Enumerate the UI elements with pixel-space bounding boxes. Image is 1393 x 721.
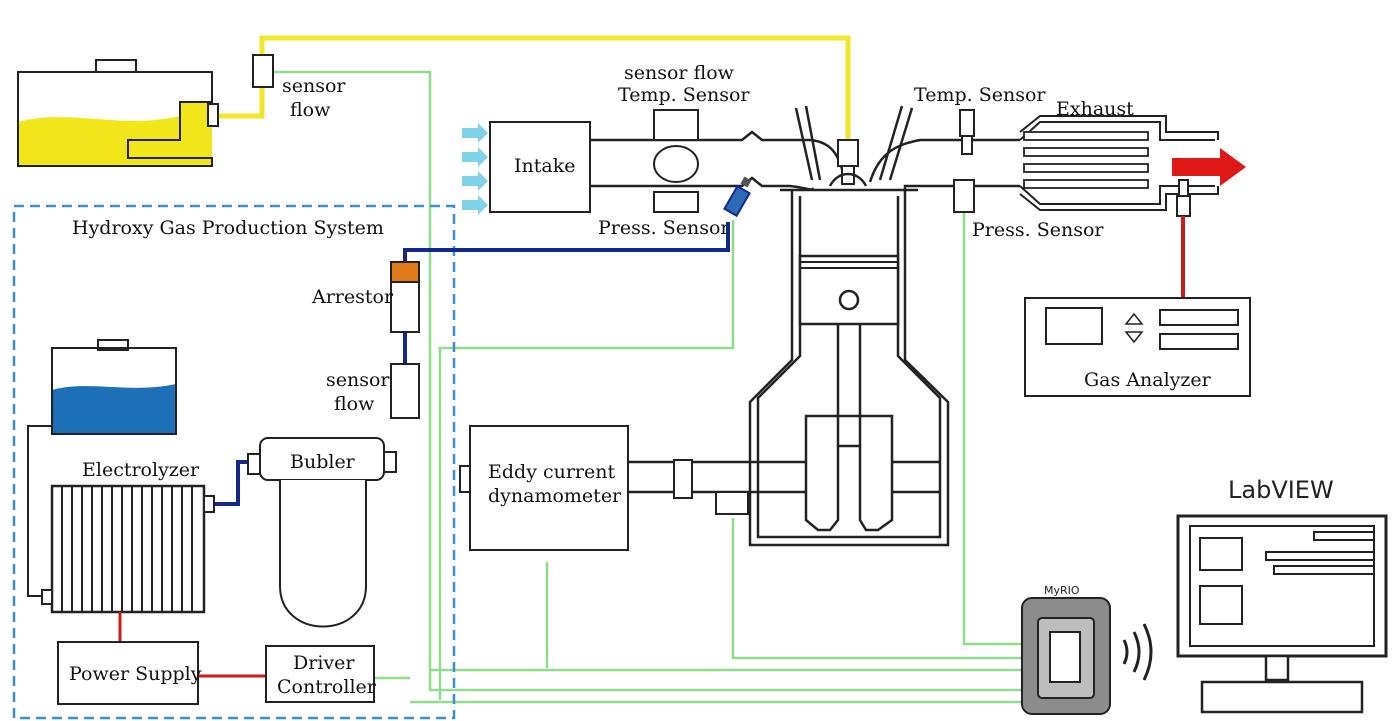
exhaust-temp-sensor-label: Temp. Sensor [914,84,1046,106]
arrestor [390,261,420,333]
computer-monitor [1176,514,1388,714]
exhaust-label: Exhaust [1056,98,1134,120]
hydroxy-system-label: Hydroxy Gas Production System [72,217,384,239]
electrolyzer [41,484,215,614]
engine-block [748,105,950,547]
fuel-tank [17,59,219,167]
power-supply-label: Power Supply [69,663,202,685]
shaft-coupling [673,459,693,499]
water-tank [51,339,177,435]
water-feed-line [27,425,52,597]
bubler-label: Bubler [290,451,356,473]
power-supply-box [57,641,199,705]
dynamometer-port [459,465,471,493]
hydroxy-flow-sensor [390,363,420,419]
exhaust-temp-sensor [959,109,975,155]
hydroxy-flow-sensor-label-1: sensor [326,369,390,391]
arrestor-label: Arrestor [311,286,394,308]
hydroxy-flow-sensor-label-2: flow [334,393,375,415]
intake-arrows [462,123,488,215]
signal-wires [272,70,1022,704]
driver-controller-label-1: Driver [293,652,355,674]
labview-label: LabVIEW [1228,476,1334,504]
fuel-flow-sensor [252,54,274,88]
gas-probe [1176,179,1191,217]
exhaust-arrow [1172,148,1246,186]
fuel-flow-sensor-label-1: sensor [282,75,346,97]
hydroxy-system-border [12,204,456,720]
crank-sensor [715,491,749,515]
dynamometer-label-2: dynamometer [488,485,622,507]
dynamometer-label-1: Eddy current [488,461,615,483]
electrolyzer-label: Electrolyzer [82,459,200,481]
exhaust-manifold [868,138,1020,190]
exhaust-press-sensor [953,179,975,213]
gas-analyzer [1024,297,1251,397]
driver-controller-box [265,645,375,703]
intake-label: Intake [514,155,575,177]
myrio-device [1021,597,1111,715]
hydroxy-injector [723,176,752,218]
intake-temp-sensor [653,109,699,213]
gas-analyzer-label: Gas Analyzer [1084,369,1212,391]
hydroxy-line [403,222,730,270]
bubler [247,437,397,628]
intake-press-sensor-label: Press. Sensor [598,217,730,239]
fuel-line [218,35,851,140]
fuel-flow-sensor-label-2: flow [290,99,331,121]
dynamometer-box [469,425,629,551]
intake-temp-sensor-label: Temp. Sensor [618,84,750,106]
driver-controller-label-2: Controller [277,676,377,698]
wireless-icon [1122,623,1153,681]
intake-box [489,121,591,213]
exhaust-press-sensor-label: Press. Sensor [972,219,1104,241]
intake-flow-sensor-label: sensor flow [624,62,735,84]
myrio-label: MyRIO [1044,584,1080,597]
